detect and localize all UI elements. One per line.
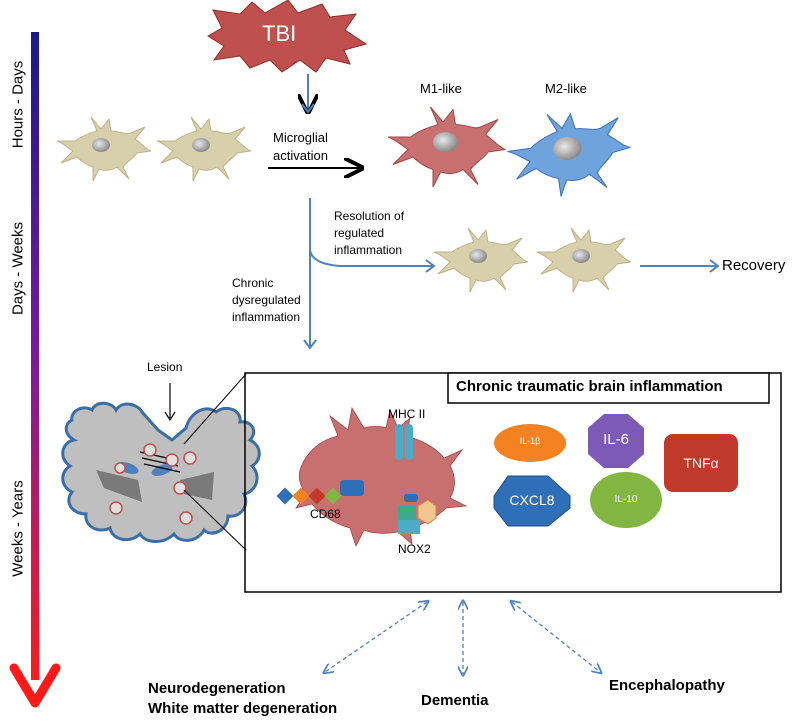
tnfa-cytokine [664, 434, 738, 492]
chronic-line3: inflammation [232, 310, 301, 324]
nox2-complex-green [398, 506, 416, 520]
outcome-white-matter: White matter degeneration [148, 700, 338, 717]
m1-label: M1-like [420, 81, 462, 96]
activated-microglia [295, 406, 468, 548]
chronic-line2: dysregulated [232, 293, 301, 307]
recovery-microglia-2 [536, 227, 632, 293]
outcome-neurodegeneration: Neurodegeneration [148, 680, 286, 697]
cd68-marker-orange [292, 487, 310, 505]
m1-microglia [387, 106, 507, 188]
timeline-bar [31, 32, 39, 680]
brain-ventricle-right [180, 472, 214, 500]
nox2-complex-blue [404, 494, 418, 502]
zoom-line-bottom [183, 489, 247, 551]
il1b-label: IL-1β [519, 436, 541, 446]
panel-title: Chronic traumatic brain inflammation [456, 378, 723, 395]
zoom-line-top [183, 373, 247, 445]
tbi-label: TBI [262, 21, 297, 46]
il6-label: IL-6 [603, 431, 629, 448]
cd68-marker-red [308, 487, 326, 505]
cxcl8-label: CXCL8 [509, 492, 555, 508]
nox2-complex-teal [398, 520, 420, 534]
tnfa-label: TNFα [683, 455, 719, 471]
outcome-encephalopathy: Encephalopathy [609, 677, 725, 694]
phase-days-weeks: Days - Weeks [9, 221, 27, 316]
tbi-burst [207, 0, 368, 73]
microglial-activation-line1: Microglial [273, 130, 328, 145]
resting-microglia-2 [156, 116, 252, 182]
phase-weeks-years: Weeks - Years [9, 480, 27, 577]
resolution-line1: Resolution of [334, 209, 405, 223]
mhc-ii-receptor-b [405, 424, 413, 460]
il6-cytokine [588, 414, 644, 468]
resolution-line3: inflammation [334, 243, 403, 257]
cd68-label: CD68 [310, 507, 341, 521]
cd68-marker-blue [276, 487, 294, 505]
resting-microglia-1 [56, 116, 152, 182]
m2-microglia [502, 102, 637, 204]
cxcl8-cytokine [493, 475, 571, 527]
chronic-line1: Chronic [232, 276, 274, 290]
m2-label: M2-like [545, 81, 587, 96]
il1b-cytokine [494, 424, 566, 462]
il10-label: IL-10 [614, 494, 638, 505]
outcome-dementia: Dementia [421, 692, 489, 709]
resolution-line2: regulated [334, 226, 385, 240]
panel-title-box [447, 372, 770, 404]
cd68-marker-green [324, 487, 342, 505]
recovery-label: Recovery [722, 257, 786, 274]
cd68-receptor [340, 480, 364, 496]
arrow-encephalopathy [512, 602, 600, 672]
recovery-microglia-1 [433, 227, 529, 293]
mhc-ii-receptor-a [395, 424, 403, 460]
arrow-neurodegeneration [325, 602, 427, 672]
microglial-activation-line2: activation [273, 148, 328, 163]
phase-hours-days: Hours - Days [9, 60, 27, 149]
brain-ventricle-left [96, 470, 142, 502]
il10-cytokine [590, 472, 662, 528]
nox2-complex-hexagon [417, 499, 437, 525]
timeline-arrowhead [9, 663, 61, 708]
mhc-ii-label: MHC II [388, 407, 426, 421]
nox2-label: NOX2 [398, 542, 431, 556]
lesion-label: Lesion [147, 360, 183, 374]
